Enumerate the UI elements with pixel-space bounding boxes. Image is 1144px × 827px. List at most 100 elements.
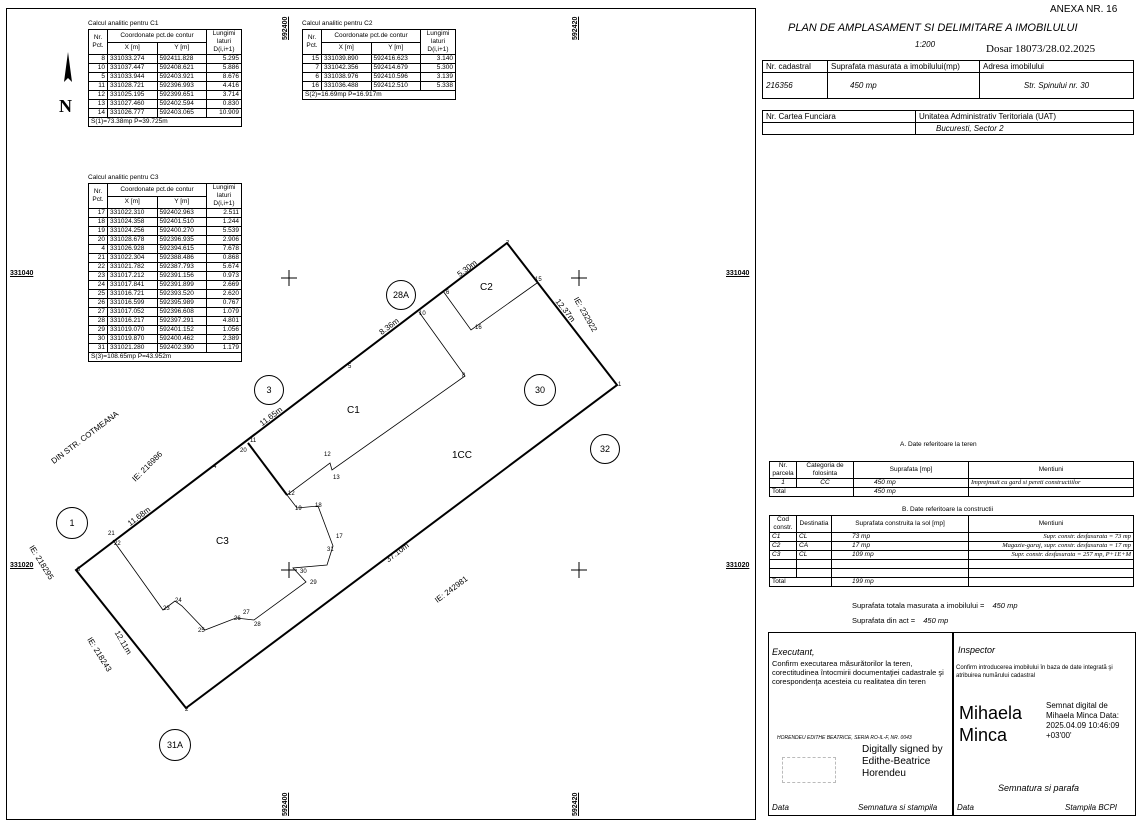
b-cell-cod: C2	[769, 541, 797, 551]
a-nr: 1	[769, 478, 797, 488]
building-c2	[442, 282, 538, 331]
pt-27: 27	[243, 610, 250, 616]
total-act: Suprafata din act = 450 mp	[852, 616, 948, 625]
total-act-label: Suprafata din act =	[852, 616, 916, 625]
pt-1: 1	[618, 382, 622, 388]
pt-30: 30	[300, 569, 307, 575]
building-c3	[112, 442, 334, 631]
neighbor-32-label: 32	[599, 444, 610, 454]
c2-calc-block: Calcul analitic pentru C2 Nr. Pct. Coord…	[302, 20, 456, 100]
executant-data: Data	[772, 803, 789, 812]
c3-h-len: Lungimi laturi D(i,i+1)	[206, 183, 242, 209]
b-total: 199 mp	[831, 577, 969, 587]
uat-value: Bucuresti, Sector 2	[915, 122, 1134, 135]
pt-15: 15	[535, 277, 542, 283]
pt-4: 4	[213, 464, 217, 470]
pt-11: 11	[250, 438, 257, 444]
section-a-table: Nr. parcela Categoria de folosinta Supra…	[769, 461, 1134, 497]
b-empty-8	[968, 568, 1134, 578]
c3-footer: S(3)=108.65mp P=43.952m	[88, 352, 242, 362]
neighbor-30: 30	[524, 374, 556, 406]
neighbor-28a-label: 28A	[392, 290, 409, 300]
pt-31: 31	[327, 547, 334, 553]
inspector-box	[952, 632, 1136, 816]
b-total-empty	[968, 577, 1134, 587]
total-measured-label: Suprafata totala masurata a imobilului =	[852, 601, 985, 610]
pt-2: 2	[185, 707, 189, 713]
executant-box	[768, 632, 954, 816]
c3-table: Nr. Pct. Coordonate pct.de contur Lungim…	[88, 183, 242, 362]
b-empty-2	[796, 559, 832, 569]
b-cell-dest: CL	[796, 532, 832, 542]
pt-16: 16	[475, 325, 482, 331]
c1-footer: S(1)=73.38mp P=39.725m	[88, 117, 242, 127]
b-cell-cod: C1	[769, 532, 797, 542]
b-h-ment: Mentiuni	[968, 515, 1134, 533]
a-total: 450 mp	[853, 487, 969, 497]
neighbor-3-label: 3	[266, 385, 272, 395]
pt-5: 5	[348, 364, 352, 370]
b-h-dest: Destinatia	[796, 515, 832, 533]
cadastral-value: 216356	[762, 72, 828, 99]
a-total-label: Total	[769, 487, 854, 497]
b-empty-3	[831, 559, 969, 569]
north-arrow-icon	[64, 52, 72, 82]
h-cf: Nr. Cartea Funciara	[762, 110, 916, 123]
total-measured: Suprafata totala masurata a imobilului =…	[852, 601, 1018, 610]
neighbor-31a-label: 31A	[166, 740, 183, 750]
pt-6: 6	[446, 290, 450, 296]
inspector-stampila: Stampila BCPI	[1065, 803, 1118, 812]
scale-label: 1:200	[915, 40, 936, 49]
a-total-empty	[968, 487, 1134, 497]
c1-table: Nr. Pct. Coordonate pct.de contur Lungim…	[88, 29, 242, 127]
executant-name: HORENDEU EDITHE BEATRICE, SERIA RO-IL-F,…	[777, 735, 912, 741]
page-title: PLAN DE AMPLASAMENT SI DELIMITARE A IMOB…	[788, 22, 1078, 34]
neighbor-30-label: 30	[534, 385, 545, 395]
pt-20: 20	[240, 448, 247, 454]
b-empty-5	[769, 568, 797, 578]
section-b-table: Cod constr. Destinatia Suprafata constru…	[769, 515, 1134, 587]
pt-7: 7	[506, 241, 510, 247]
inspector-text: Confirm introducerea imobilului în baza …	[956, 665, 1113, 679]
neighbor-1-label: 1	[69, 518, 75, 528]
a-h-cat: Categoria de folosinta	[796, 461, 854, 479]
inspector-parafa: Semnatura si parafa	[998, 783, 1080, 793]
grid-x-top-left: 331040	[10, 270, 34, 277]
property-table: Nr. cadastral Suprafata masurata a imobi…	[762, 60, 1134, 99]
c2-h-len: Lungimi laturi D(i,i+1)	[420, 29, 456, 55]
north-label: N	[59, 96, 72, 116]
pt-8: 8	[462, 373, 466, 379]
neighbor-3: 3	[254, 375, 284, 405]
executant-digital-sign: Digitally signed by Edithe-Beatrice Hore…	[862, 744, 943, 779]
pt-13: 12	[324, 452, 331, 458]
b-cell-sup: 109 mp	[831, 550, 969, 560]
total-measured-value: 450 mp	[992, 601, 1018, 610]
inspector-title: Inspector	[958, 645, 996, 655]
executant-title: Executant,	[772, 647, 815, 657]
c3-caption: Calcul analitic pentru C3	[88, 174, 159, 181]
b-empty-1	[769, 559, 797, 569]
h-area: Suprafata masurata a imobilului(mp)	[827, 60, 980, 73]
section-a-title: A. Date referitoare la teren	[900, 441, 977, 448]
c1-calc-block: Calcul analitic pentru C1 Nr. Pct. Coord…	[88, 20, 242, 127]
total-act-value: 450 mp	[923, 616, 949, 625]
pt-24: 24	[175, 598, 182, 604]
b-cell-dest: CL	[796, 550, 832, 560]
pt-10: 10	[419, 311, 426, 317]
pt-3: 3	[77, 567, 81, 573]
h-cadastral: Nr. cadastral	[762, 60, 828, 73]
a-sup: 450 mp	[853, 478, 969, 488]
pt-19: 19	[295, 506, 302, 512]
a-h-sup: Suprafata [mp]	[853, 461, 969, 479]
b-empty-7	[831, 568, 969, 578]
neighbor-1: 1	[56, 507, 88, 539]
b-cell-dest: CA	[796, 541, 832, 551]
pt-14: 13	[333, 475, 340, 481]
address-value: Str. Spinului nr. 30	[979, 72, 1134, 99]
a-cat: CC	[796, 478, 854, 488]
pt-28: 28	[254, 622, 261, 628]
label-c1: C1	[347, 405, 360, 416]
inspector-data: Data	[957, 803, 974, 812]
